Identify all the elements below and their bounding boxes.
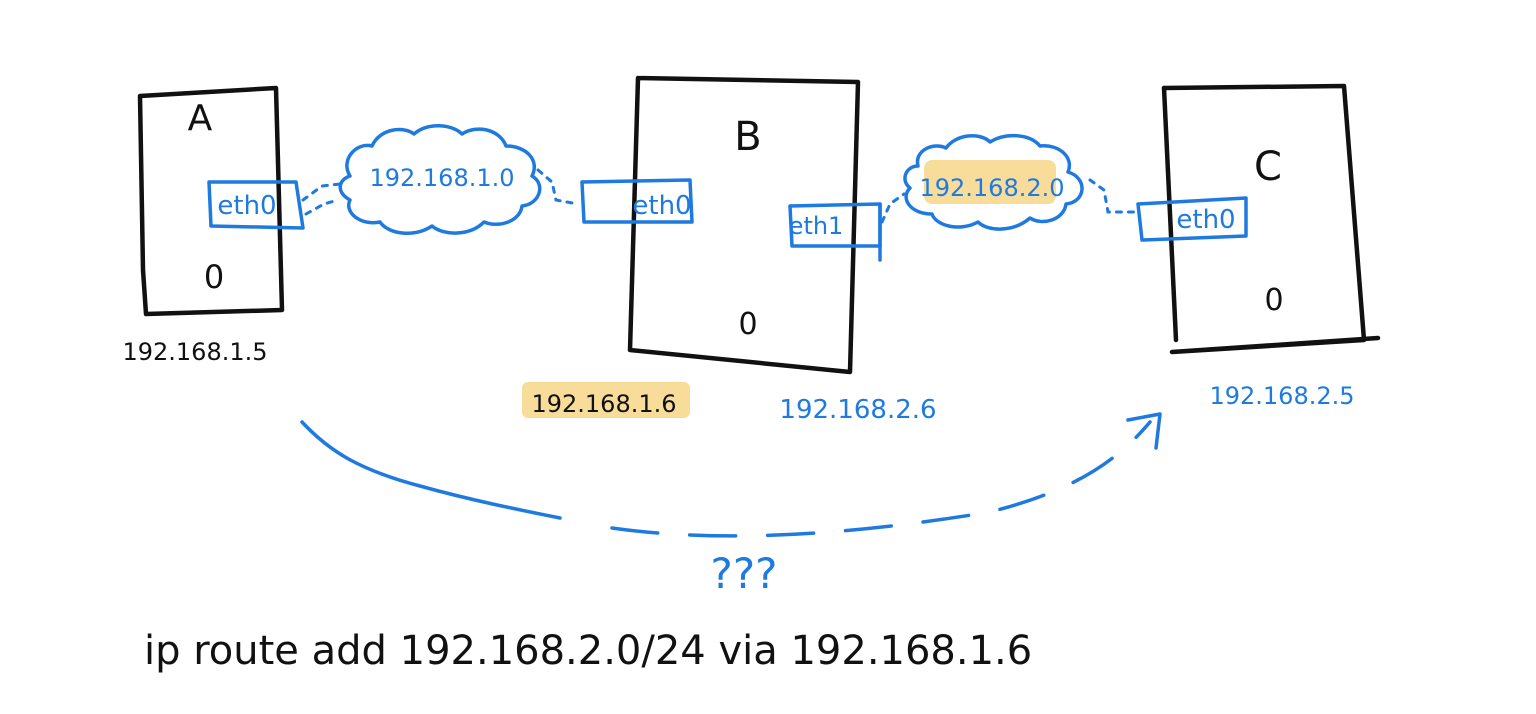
- host-b-eth0-label: eth0: [632, 191, 691, 221]
- link-net1-to-b: [536, 168, 580, 206]
- link-a-to-net1-b: [304, 198, 340, 216]
- host-c-label: C: [1254, 144, 1282, 190]
- host-c-eth0-label: eth0: [1176, 205, 1235, 235]
- host-c: C 0: [1161, 83, 1381, 355]
- host-c-box-left: [1161, 85, 1179, 343]
- host-c-ip: 192.168.2.5: [1209, 382, 1354, 410]
- host-b-box: [627, 75, 861, 375]
- route-arrowhead: [1126, 412, 1162, 450]
- host-a-ip: 192.168.1.5: [122, 338, 267, 366]
- network-cloud-1: 192.168.1.0: [338, 124, 542, 235]
- network-1-label: 192.168.1.0: [369, 164, 514, 192]
- route-arc-dashed: [610, 420, 1152, 538]
- host-c-port: 0: [1264, 283, 1283, 318]
- cloud-2-outline: [903, 133, 1084, 231]
- host-a-label: A: [188, 98, 213, 139]
- host-b-eth0: eth0: [580, 178, 694, 224]
- link-net2-to-c: [1088, 178, 1140, 214]
- network-2-label: 192.168.2.0: [919, 174, 1064, 202]
- host-b-eth0-box: [580, 178, 694, 224]
- host-c-box: [1161, 83, 1381, 355]
- route-command: ip route add 192.168.2.0/24 via 192.168.…: [144, 628, 1032, 674]
- host-b: B 0: [627, 75, 861, 375]
- network-cloud-2: 192.168.2.0: [903, 133, 1084, 231]
- host-a-eth0-box: [207, 180, 305, 230]
- host-b-ip-right: 192.168.2.6: [779, 395, 936, 425]
- host-a-port: 0: [204, 258, 224, 296]
- link-a-to-net1: [301, 182, 342, 202]
- host-a-box: [137, 85, 285, 317]
- host-b-label: B: [734, 114, 761, 160]
- host-b-eth1: eth1: [788, 202, 882, 262]
- route-arc-solid: [300, 420, 562, 520]
- host-a: A 0 192.168.1.5: [122, 85, 285, 366]
- ip-highlight-1: [522, 382, 690, 418]
- host-c-eth0-box: [1136, 196, 1248, 242]
- route-question: ???: [711, 549, 778, 598]
- network-2-highlight: [924, 160, 1056, 204]
- host-b-ip-left: 192.168.1.6: [531, 390, 676, 418]
- cloud-1-outline: [338, 124, 542, 235]
- link-b-to-net2: [880, 192, 906, 224]
- host-b-port: 0: [738, 307, 757, 342]
- host-c-eth0: eth0: [1136, 196, 1248, 242]
- host-a-eth0: eth0: [207, 180, 305, 230]
- host-a-eth0-label: eth0: [217, 191, 276, 221]
- host-b-eth1-label: eth1: [789, 212, 844, 240]
